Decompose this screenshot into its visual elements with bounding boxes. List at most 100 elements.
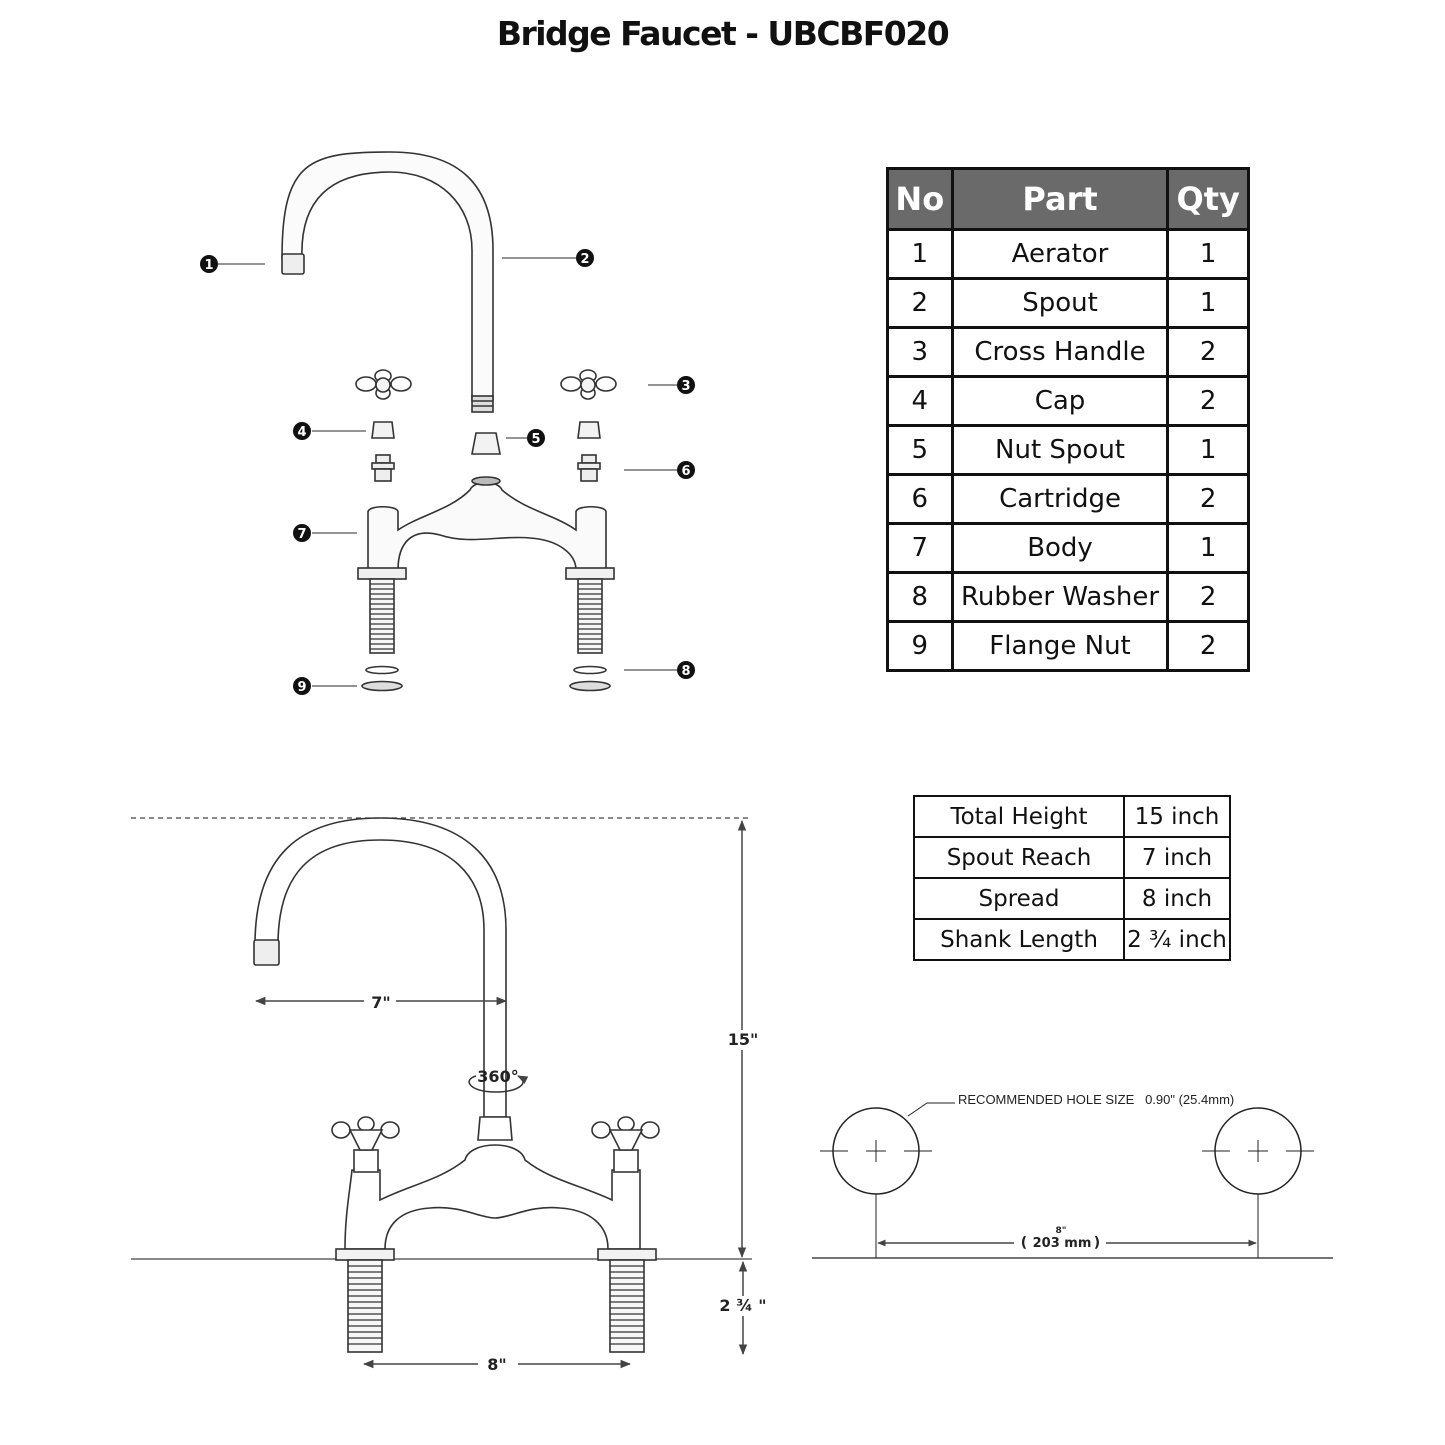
hole-layout <box>812 1102 1333 1259</box>
svg-text:7: 7 <box>297 527 306 542</box>
header-qty: Qty <box>1166 167 1250 231</box>
spread-label: 8" <box>487 1355 506 1374</box>
exploded-view <box>281 151 617 692</box>
spec-label: Spout Reach <box>913 836 1125 879</box>
cell-qty: 2 <box>1166 571 1250 623</box>
dimension-view: 7" 360° 15" 2 ¾ " 8" <box>131 817 767 1374</box>
flange-nut-right <box>569 680 611 692</box>
cell-no: 3 <box>886 326 954 378</box>
cell-part: Aerator <box>950 228 1170 280</box>
hole-size-note: RECOMMENDED HOLE SIZE 0.90" (25.4mm) <box>958 1092 1234 1107</box>
svg-text:9: 9 <box>297 680 306 695</box>
cell-no: 2 <box>886 277 954 329</box>
cell-no: 7 <box>886 522 954 574</box>
flange-nut-left <box>361 680 403 692</box>
svg-text:5: 5 <box>531 432 540 447</box>
assembled-aerator <box>253 939 280 966</box>
spec-value: 15 inch <box>1123 795 1231 838</box>
spout-threads <box>471 395 494 413</box>
cell-part: Cap <box>950 375 1170 427</box>
header-part: Part <box>950 167 1170 231</box>
spout-collar <box>477 1116 513 1141</box>
spec-label: Total Height <box>913 795 1125 838</box>
svg-text:3: 3 <box>681 379 690 394</box>
hole-spacing-inch: 8" <box>1056 1226 1067 1236</box>
cell-qty: 2 <box>1166 473 1250 525</box>
cartridge-left <box>371 454 395 482</box>
cell-qty: 2 <box>1166 326 1250 378</box>
body-base-right <box>565 567 615 580</box>
svg-text:4: 4 <box>297 425 306 440</box>
assembled-handle-left <box>331 1116 400 1173</box>
spout-reach-label: 7" <box>371 993 390 1012</box>
cartridge-right <box>577 454 601 482</box>
cell-no: 5 <box>886 424 954 476</box>
page-title: Bridge Faucet - UBCBF020 <box>496 14 950 53</box>
cell-no: 6 <box>886 473 954 525</box>
cross-handle-right <box>560 369 617 400</box>
hole-spacing-mm: 203 mm <box>1033 1236 1092 1251</box>
callout-8: 8 <box>677 661 695 679</box>
callout-markers: 1 2 3 4 5 6 7 8 9 <box>200 249 695 695</box>
shank-length-label: 2 ¾ " <box>719 1296 766 1315</box>
rotation-label: 360° <box>477 1067 518 1086</box>
base-flange-right <box>597 1248 657 1261</box>
cell-part: Rubber Washer <box>950 571 1170 623</box>
cell-part: Nut Spout <box>950 424 1170 476</box>
body-base-left <box>357 567 407 580</box>
hole-note-leader <box>907 1102 955 1117</box>
header-no: No <box>886 167 954 231</box>
assembled-shank-right <box>609 1259 645 1353</box>
callout-2: 2 <box>576 249 594 267</box>
aerator-part <box>281 253 305 275</box>
callout-9: 9 <box>293 677 311 695</box>
hole-centerlines <box>820 1140 1314 1258</box>
callout-6: 6 <box>677 461 695 479</box>
callout-7: 7 <box>293 524 311 542</box>
hole-spacing-close-paren: ) <box>1094 1235 1100 1251</box>
cell-no: 9 <box>886 620 954 672</box>
cross-handle-left <box>355 369 412 400</box>
cell-part: Cartridge <box>950 473 1170 525</box>
cell-part: Cross Handle <box>950 326 1170 378</box>
cell-part: Spout <box>950 277 1170 329</box>
cell-qty: 1 <box>1166 522 1250 574</box>
cell-qty: 1 <box>1166 228 1250 280</box>
shank-right <box>577 578 603 654</box>
nut-spout-part <box>471 432 501 455</box>
cell-part: Flange Nut <box>950 620 1170 672</box>
cell-qty: 2 <box>1166 375 1250 427</box>
spout-part <box>281 151 494 401</box>
svg-text:2: 2 <box>580 252 589 267</box>
cap-right <box>577 421 601 439</box>
rotation-arrow <box>468 1075 529 1093</box>
cell-part: Body <box>950 522 1170 574</box>
spec-label: Spread <box>913 877 1125 920</box>
callout-5: 5 <box>527 429 545 447</box>
svg-text:1: 1 <box>204 258 213 273</box>
base-flange-left <box>335 1248 395 1261</box>
spec-value: 8 inch <box>1123 877 1231 920</box>
cell-no: 4 <box>886 375 954 427</box>
spec-value: 2 ¾ inch <box>1123 918 1231 961</box>
svg-text:6: 6 <box>681 464 690 479</box>
leader-lines <box>218 257 677 687</box>
spec-value: 7 inch <box>1123 836 1231 879</box>
spec-label: Shank Length <box>913 918 1125 961</box>
callout-4: 4 <box>293 422 311 440</box>
assembled-body <box>344 1144 641 1250</box>
cell-no: 1 <box>886 228 954 280</box>
callout-3: 3 <box>677 376 695 394</box>
cell-qty: 2 <box>1166 620 1250 672</box>
